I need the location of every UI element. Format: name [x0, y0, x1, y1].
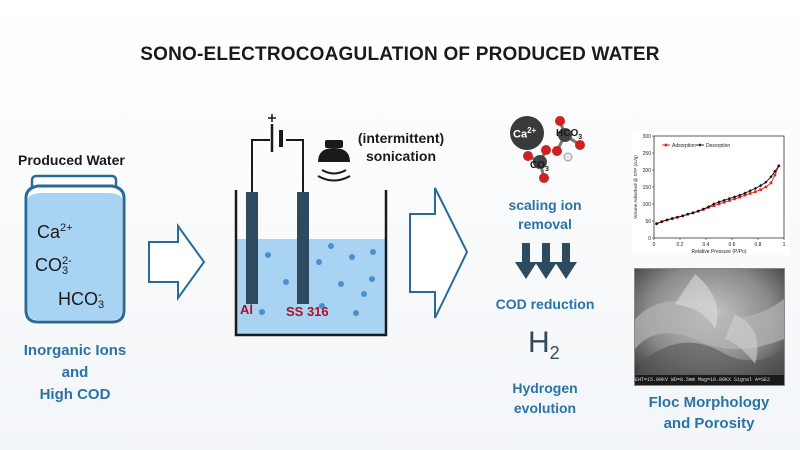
gas-bubbles: [259, 243, 376, 316]
x-tick-label: 0.2: [677, 242, 684, 248]
hollow-arrow-right: [409, 187, 469, 319]
x-axis-label: Relative Pressure (P/Po): [691, 249, 746, 255]
sonication-label: (intermittent) sonication: [357, 130, 445, 164]
data-point-desorption: [691, 211, 695, 215]
data-point-adsorption: [759, 188, 762, 192]
data-point-adsorption: [722, 201, 726, 204]
data-point-desorption: [717, 200, 721, 204]
data-point-adsorption: [769, 181, 773, 185]
x-tick-label: 1: [783, 242, 786, 248]
data-point-desorption: [764, 180, 768, 184]
y-axis-label: Volume Adsorbed @ STP (cc/g): [633, 155, 638, 219]
legend-entry: Adsorption: [672, 143, 696, 149]
ultrasonic-probe-icon: [317, 140, 351, 182]
hollow-arrow-left: [148, 222, 206, 302]
produced-water-label: Produced Water: [18, 152, 125, 168]
legend-marker: [698, 143, 702, 147]
data-point-desorption: [686, 212, 690, 216]
data-point-desorption: [660, 220, 664, 224]
data-point-adsorption: [748, 192, 752, 195]
inorganic-ions-caption: Inorganic Ions and High COD: [23, 342, 127, 403]
floc-morphology-caption: Floc Morphology and Porosity: [648, 394, 770, 432]
data-point-adsorption: [728, 199, 731, 202]
y-tick-label: 50: [645, 219, 651, 225]
data-point-desorption: [769, 175, 773, 179]
sem-micrograph: EHT=15.00kV WD=8.5mm Mag=10.00KX Signal …: [634, 268, 785, 386]
y-tick-label: 200: [643, 168, 652, 174]
electrochemical-cell: [234, 114, 388, 337]
al-electrode: [246, 192, 258, 304]
y-tick-label: 100: [643, 202, 652, 208]
data-point-desorption: [722, 198, 726, 202]
scaling-ions-molecules: [510, 116, 585, 183]
h2-symbol: H2: [528, 326, 560, 363]
y-tick-label: 0: [648, 236, 651, 242]
battery-icon: [268, 114, 283, 152]
data-point-adsorption: [773, 173, 777, 177]
data-point-adsorption: [743, 193, 747, 197]
ca-ion-label: Ca2+: [513, 126, 537, 141]
x-tick-label: 0: [653, 242, 656, 248]
data-point-adsorption: [733, 197, 736, 201]
hco3-molecule-label: HCO3: [556, 128, 583, 141]
data-point-adsorption: [754, 190, 757, 194]
ion-ca: Ca2+: [37, 222, 73, 242]
data-point-adsorption: [738, 195, 742, 199]
diagram-title: SONO-ELECTROCOAGULATION OF PRODUCED WATE…: [140, 44, 660, 65]
data-point-adsorption: [764, 185, 768, 189]
y-tick-label: 300: [643, 134, 652, 140]
ss316-electrode: [297, 192, 309, 304]
cod-reduction-label: COD reduction: [495, 296, 595, 312]
data-point-adsorption: [712, 204, 716, 207]
data-point-desorption: [748, 189, 752, 193]
chart-background: [632, 130, 790, 255]
cod-down-arrows: [515, 243, 577, 279]
data-point-desorption: [665, 218, 669, 222]
data-point-desorption: [753, 186, 757, 190]
x-tick-label: 0.4: [703, 242, 710, 248]
anode-label: Al: [240, 302, 253, 317]
x-tick-label: 0.6: [729, 242, 736, 248]
y-tick-label: 150: [643, 185, 652, 191]
co3-molecule-label: CO3: [530, 160, 549, 173]
cathode-label: SS 316: [286, 304, 329, 319]
data-point-desorption: [743, 191, 747, 195]
x-tick-label: 0.8: [755, 242, 762, 248]
hydrogen-evolution-label: Hydrogen evolution: [512, 380, 578, 416]
produced-water-jar: [24, 174, 126, 324]
y-tick-label: 250: [643, 151, 652, 157]
legend-entry: Desorption: [706, 143, 730, 149]
data-point-adsorption: [717, 202, 721, 206]
legend-marker: [664, 143, 668, 147]
scaling-ion-removal-label: scaling ion removal: [508, 197, 582, 232]
sem-info-bar: EHT=15.00kV WD=8.5mm Mag=10.00KX Signal …: [635, 375, 784, 385]
ion-hco3: HCO-3: [58, 289, 105, 312]
data-point-desorption: [655, 222, 659, 226]
